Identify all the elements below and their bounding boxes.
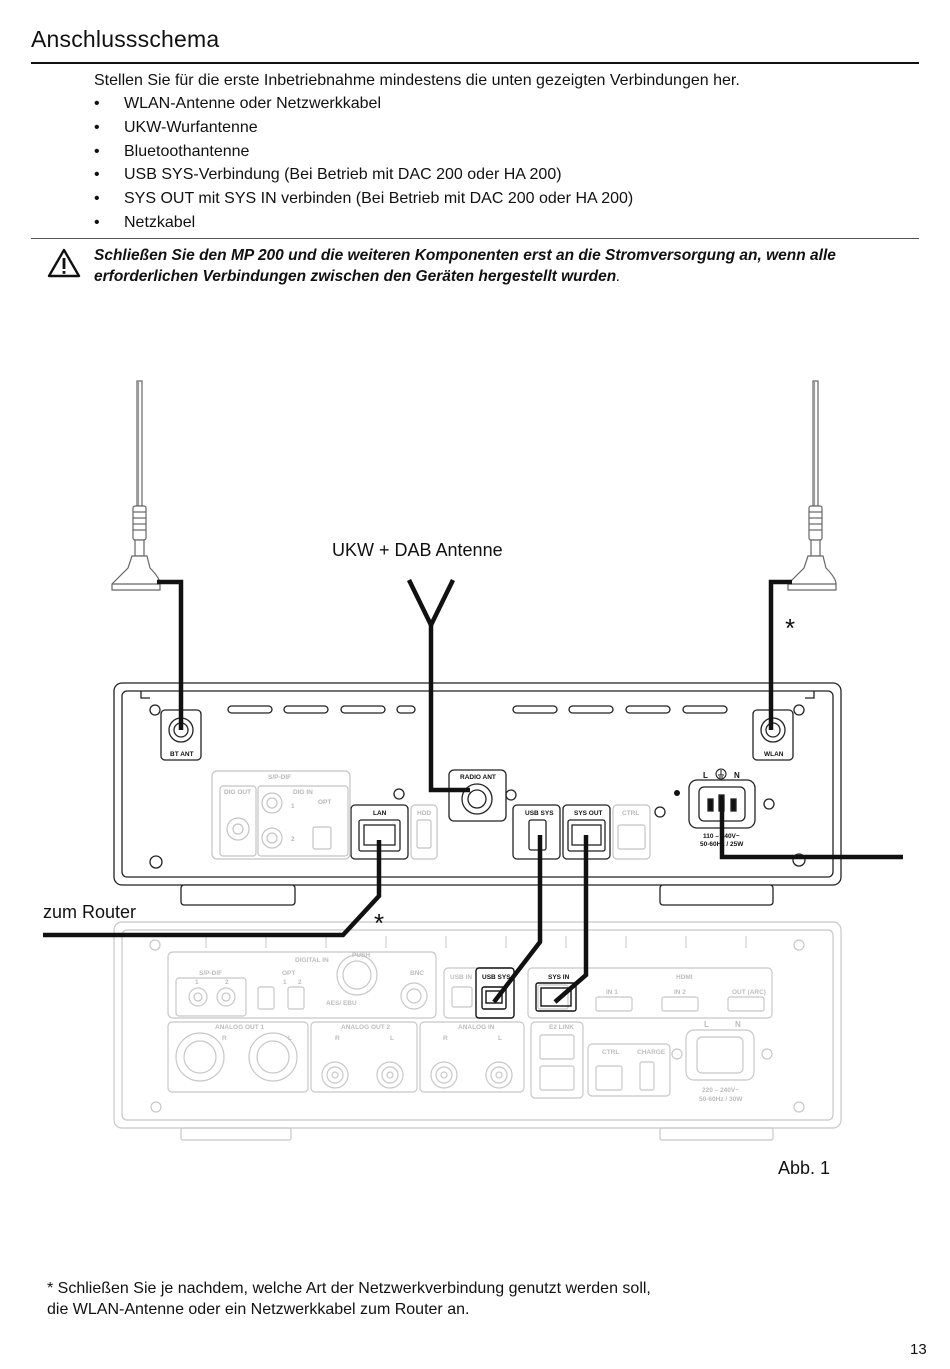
ground-icon <box>715 768 727 780</box>
cable-sys-out <box>553 835 589 1004</box>
bt-antenna <box>111 380 161 591</box>
warning-tail: . <box>616 268 621 285</box>
cable-power <box>719 800 903 860</box>
label-analog-in: ANALOG IN <box>458 1024 495 1031</box>
page-number: 13 <box>910 1341 927 1358</box>
label-r3: R <box>443 1035 448 1042</box>
label-ctrl: CTRL <box>602 1049 619 1056</box>
label-usb-in: USB IN <box>450 974 472 981</box>
cable-usb-sys <box>492 835 543 1004</box>
label-2: 2 <box>225 979 229 986</box>
label-lan: LAN <box>373 810 387 817</box>
list-item: USB SYS-Verbindung (Bei Betrieb mit DAC … <box>94 164 633 188</box>
label-l: L <box>703 771 708 780</box>
label-dig-out: DIG OUT <box>224 789 251 796</box>
intro-text: Stellen Sie für die erste Inbetriebnahme… <box>94 72 740 89</box>
label-bt-ant: BT ANT <box>170 751 194 758</box>
asterisk-wlan: * <box>785 613 796 643</box>
cable-wlan <box>768 579 792 730</box>
label-l2: L <box>390 1035 394 1042</box>
warning-rule <box>31 238 919 239</box>
label-opt: OPT <box>282 970 295 977</box>
label-n-power: N <box>735 1020 741 1029</box>
label-antenna: UKW + DAB Antenne <box>332 540 503 560</box>
label-opt-1: 1 <box>283 979 287 986</box>
mp200-device <box>113 682 842 906</box>
mp200-faded-ports <box>211 770 651 860</box>
label-aes: AES/ EBU <box>326 1000 357 1007</box>
title-rule <box>31 62 919 64</box>
indicator-dot <box>674 790 680 796</box>
dac200-labels: DIGITAL IN PUSH S/P-DIF OPT 1 2 1 2 BNC … <box>195 952 766 1103</box>
asterisk-lan: * <box>374 908 385 938</box>
page-title: Anschlussschema <box>31 26 220 52</box>
label-spdif: S/P-DIF <box>268 774 291 781</box>
cable-radio-down <box>428 625 470 793</box>
label-power-rating: 220 – 240V~ <box>702 1087 739 1094</box>
label-router: zum Router <box>43 902 137 922</box>
label-2: 2 <box>291 836 295 843</box>
label-l: L <box>288 1035 292 1042</box>
label-push: PUSH <box>352 952 370 959</box>
label-r2: R <box>335 1035 340 1042</box>
label-l-power: L <box>704 1020 709 1029</box>
label-opt-2: 2 <box>298 979 302 986</box>
label-sys-out: SYS OUT <box>574 810 603 817</box>
list-item: WLAN-Antenne oder Netzwerkkabel <box>94 93 633 117</box>
label-usb-sys-dac: USB SYS <box>482 974 511 981</box>
label-e2-link: E2 LINK <box>549 1024 574 1031</box>
list-item: Netzkabel <box>94 212 633 236</box>
warning-body: Schließen Sie den MP 200 und die weitere… <box>94 247 836 285</box>
label-power-freq: 50-60Hz / 30W <box>699 1096 743 1103</box>
footnote: * Schließen Sie je nachdem, welche Art d… <box>47 1280 651 1318</box>
figure-label: Abb. 1 <box>778 1158 831 1178</box>
label-analog-out-2: ANALOG OUT 2 <box>341 1024 390 1031</box>
label-charge: CHARGE <box>637 1049 666 1056</box>
list-item: SYS OUT mit SYS IN verbinden (Bei Betrie… <box>94 188 633 212</box>
label-opt: OPT <box>318 799 331 806</box>
label-out-arc: OUT (ARC) <box>732 989 766 996</box>
label-l3: L <box>498 1035 502 1042</box>
warning-text: Schließen Sie den MP 200 und die weitere… <box>94 245 894 287</box>
dac200-device <box>113 921 842 1141</box>
wlan-antenna <box>787 380 837 591</box>
label-in1: IN 1 <box>606 989 618 996</box>
label-hdmi: HDMI <box>676 974 693 981</box>
label-1: 1 <box>291 803 295 810</box>
label-digital-in: DIGITAL IN <box>295 957 329 964</box>
label-usb-sys: USB SYS <box>525 810 554 817</box>
label-r: R <box>222 1035 227 1042</box>
cable-lan <box>43 840 382 938</box>
label-1: 1 <box>195 979 199 986</box>
dac200-active-ports <box>475 967 577 1019</box>
label-spdif: S/P-DIF <box>199 970 222 977</box>
label-hdd: HDD <box>417 810 431 817</box>
label-wlan: WLAN <box>764 751 784 758</box>
label-n: N <box>734 771 740 780</box>
label-ctrl: CTRL <box>622 810 639 817</box>
cable-bt <box>157 579 184 730</box>
label-dig-in: DIG IN <box>293 789 313 796</box>
label-sys-in: SYS IN <box>548 974 570 981</box>
cables <box>43 579 903 1004</box>
list-item: UKW-Wurfantenne <box>94 117 633 141</box>
label-analog-out-1: ANALOG OUT 1 <box>215 1024 264 1031</box>
cable-radio <box>406 579 456 631</box>
label-radio-ant: RADIO ANT <box>460 774 496 781</box>
bullet-list: WLAN-Antenne oder Netzwerkkabel UKW-Wurf… <box>94 93 633 236</box>
warning-triangle-icon <box>47 248 81 278</box>
label-bnc: BNC <box>410 970 424 977</box>
mp200-faded-labels: S/P-DIF DIG OUT DIG IN OPT 1 2 HDD CTRL <box>224 774 639 843</box>
list-item: Bluetoothantenne <box>94 141 633 165</box>
label-in2: IN 2 <box>674 989 686 996</box>
